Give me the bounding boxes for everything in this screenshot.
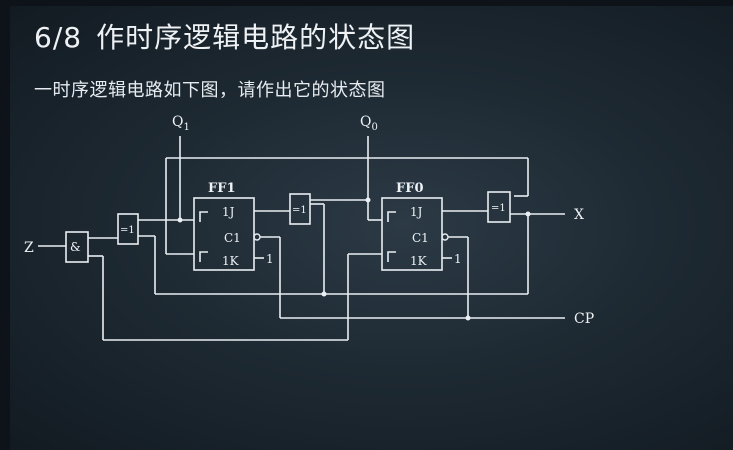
ff0-flip-flop — [381, 197, 443, 271]
slide-title-text: 作时序逻辑电路的状态图 — [96, 21, 416, 54]
ff1-k-const: 1 — [266, 252, 274, 266]
ff1-j-pin: 1J — [222, 205, 235, 219]
output-xor-gate — [487, 191, 511, 223]
ff0-k-bracket — [387, 251, 396, 262]
ff0-k-pin: 1K — [410, 254, 428, 268]
ff0-k-const: 1 — [454, 252, 462, 266]
junction-dot — [525, 211, 531, 217]
ff1-k-pin: 1K — [222, 254, 240, 268]
slide-number: 6/8 — [34, 21, 83, 54]
ff0-c-pin: C1 — [412, 231, 429, 245]
left-frame-edge — [0, 0, 10, 450]
q1-label: Q1 — [172, 114, 190, 133]
cp-input-label: CP — [574, 311, 594, 327]
and-gate — [65, 231, 89, 263]
input-xor-gate — [117, 213, 139, 245]
output-xor-symbol: =1 — [491, 203, 506, 214]
slide-title: 6/8 作时序逻辑电路的状态图 — [34, 16, 415, 56]
ff1-k-bracket — [199, 251, 208, 262]
ff0-j-pin: 1J — [410, 205, 423, 219]
ff1-flip-flop — [193, 197, 255, 271]
top-frame-edge — [0, 0, 733, 6]
ff1-j-bracket — [199, 211, 208, 222]
q0-label: Q0 — [360, 114, 378, 133]
junction-dot — [465, 315, 471, 321]
x-output-label: X — [574, 207, 584, 223]
middle-xor-symbol: =1 — [292, 205, 307, 216]
ff0-j-bracket — [387, 211, 396, 222]
junction-dot — [365, 197, 371, 203]
ff1-c-pin: C1 — [224, 231, 241, 245]
problem-statement: 一时序逻辑电路如下图，请作出它的状态图 — [34, 80, 386, 101]
middle-xor-gate — [289, 193, 311, 225]
ff1-label: FF1 — [208, 181, 236, 196]
z-input-label: Z — [24, 240, 34, 256]
ff1-clock-bubble — [253, 233, 261, 241]
and-gate-symbol: & — [70, 240, 81, 254]
ff0-label: FF0 — [396, 181, 424, 196]
input-xor-symbol: =1 — [120, 225, 135, 236]
junction-dot — [321, 291, 327, 297]
ff0-clock-bubble — [441, 233, 449, 241]
